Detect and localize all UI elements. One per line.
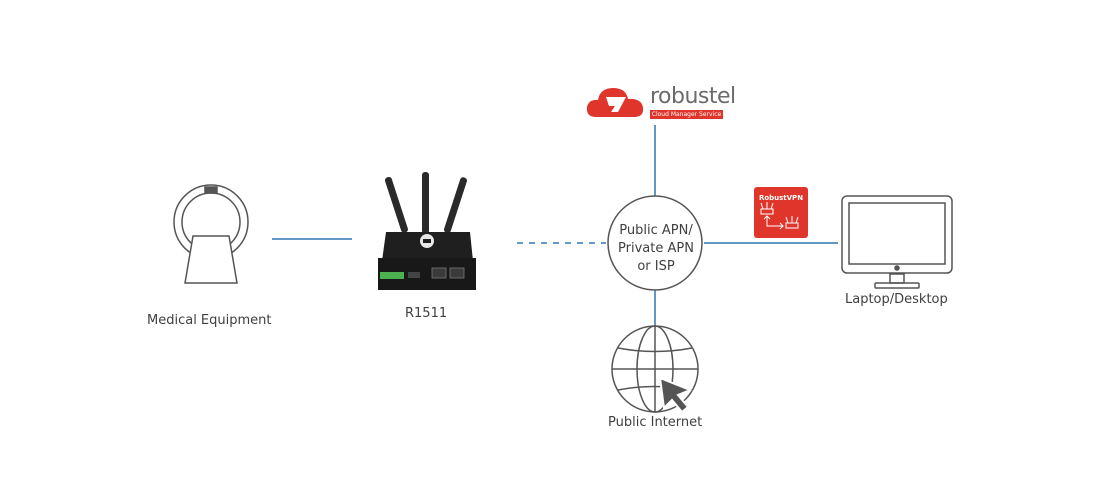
- cloud-manager-service-text: Cloud Manager Service: [650, 110, 723, 119]
- hub-circle: [607, 195, 703, 291]
- robustel-cloud-logo-icon: [586, 88, 644, 117]
- router-icon: [378, 172, 476, 290]
- hub-label: Public APN/ Private APN or ISP: [606, 222, 706, 276]
- ct-scanner-icon: [173, 184, 249, 284]
- robustel-brand-text: robustel: [650, 84, 736, 109]
- robustvpn-label: RobustVPN: [758, 194, 804, 202]
- router-label: R1511: [405, 306, 448, 321]
- globe-cursor-icon: [611, 325, 699, 414]
- medical-equipment-label: Medical Equipment: [147, 313, 272, 328]
- hub-label-line1: Public APN/: [619, 223, 693, 238]
- hub-label-line2: Private APN: [618, 241, 694, 256]
- robustvpn-icon: [754, 187, 808, 238]
- monitor-icon: [841, 195, 953, 289]
- laptop-desktop-label: Laptop/Desktop: [845, 292, 948, 307]
- public-internet-label: Public Internet: [608, 415, 703, 430]
- hub-label-line3: or ISP: [637, 259, 675, 274]
